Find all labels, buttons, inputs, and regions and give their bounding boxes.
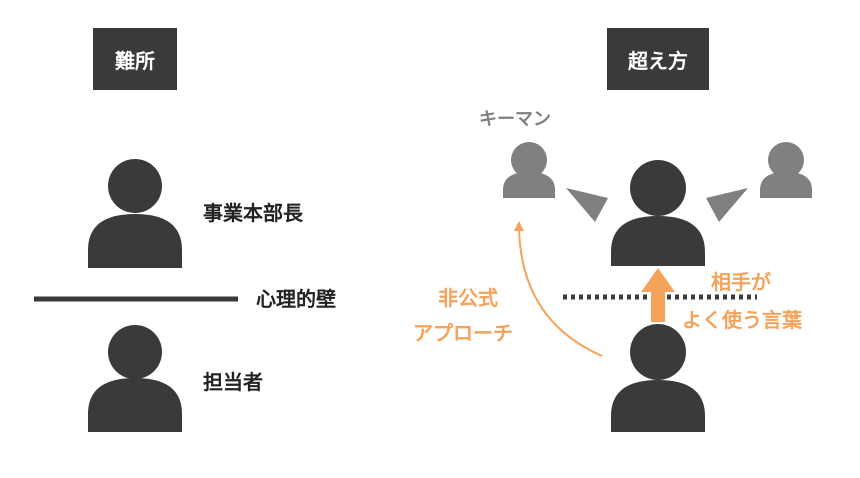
arrow-icon xyxy=(641,268,675,322)
person-icon xyxy=(760,142,812,198)
arrow-icon xyxy=(566,188,608,222)
wall-label: 心理的壁 xyxy=(256,287,336,311)
keyman-label: キーマン xyxy=(479,109,551,130)
informal-approach-label-line1: 非公式 xyxy=(438,286,498,310)
informal-approach-arrow xyxy=(514,221,603,357)
top-person-label: 事業本部長 xyxy=(203,201,303,225)
person-icon xyxy=(88,159,182,268)
words-label-line2: よく使う言葉 xyxy=(682,308,802,332)
person-icon xyxy=(611,324,705,432)
person-icon xyxy=(503,142,555,198)
arrow-icon xyxy=(706,188,748,222)
person-icon xyxy=(88,325,182,432)
words-label-line1: 相手が xyxy=(711,270,771,294)
bottom-person-label: 担当者 xyxy=(203,370,263,394)
right-header: 超え方 xyxy=(607,28,709,90)
informal-approach-label-line2: アプローチ xyxy=(413,321,513,345)
left-header: 難所 xyxy=(93,28,177,90)
person-icon xyxy=(611,160,705,266)
